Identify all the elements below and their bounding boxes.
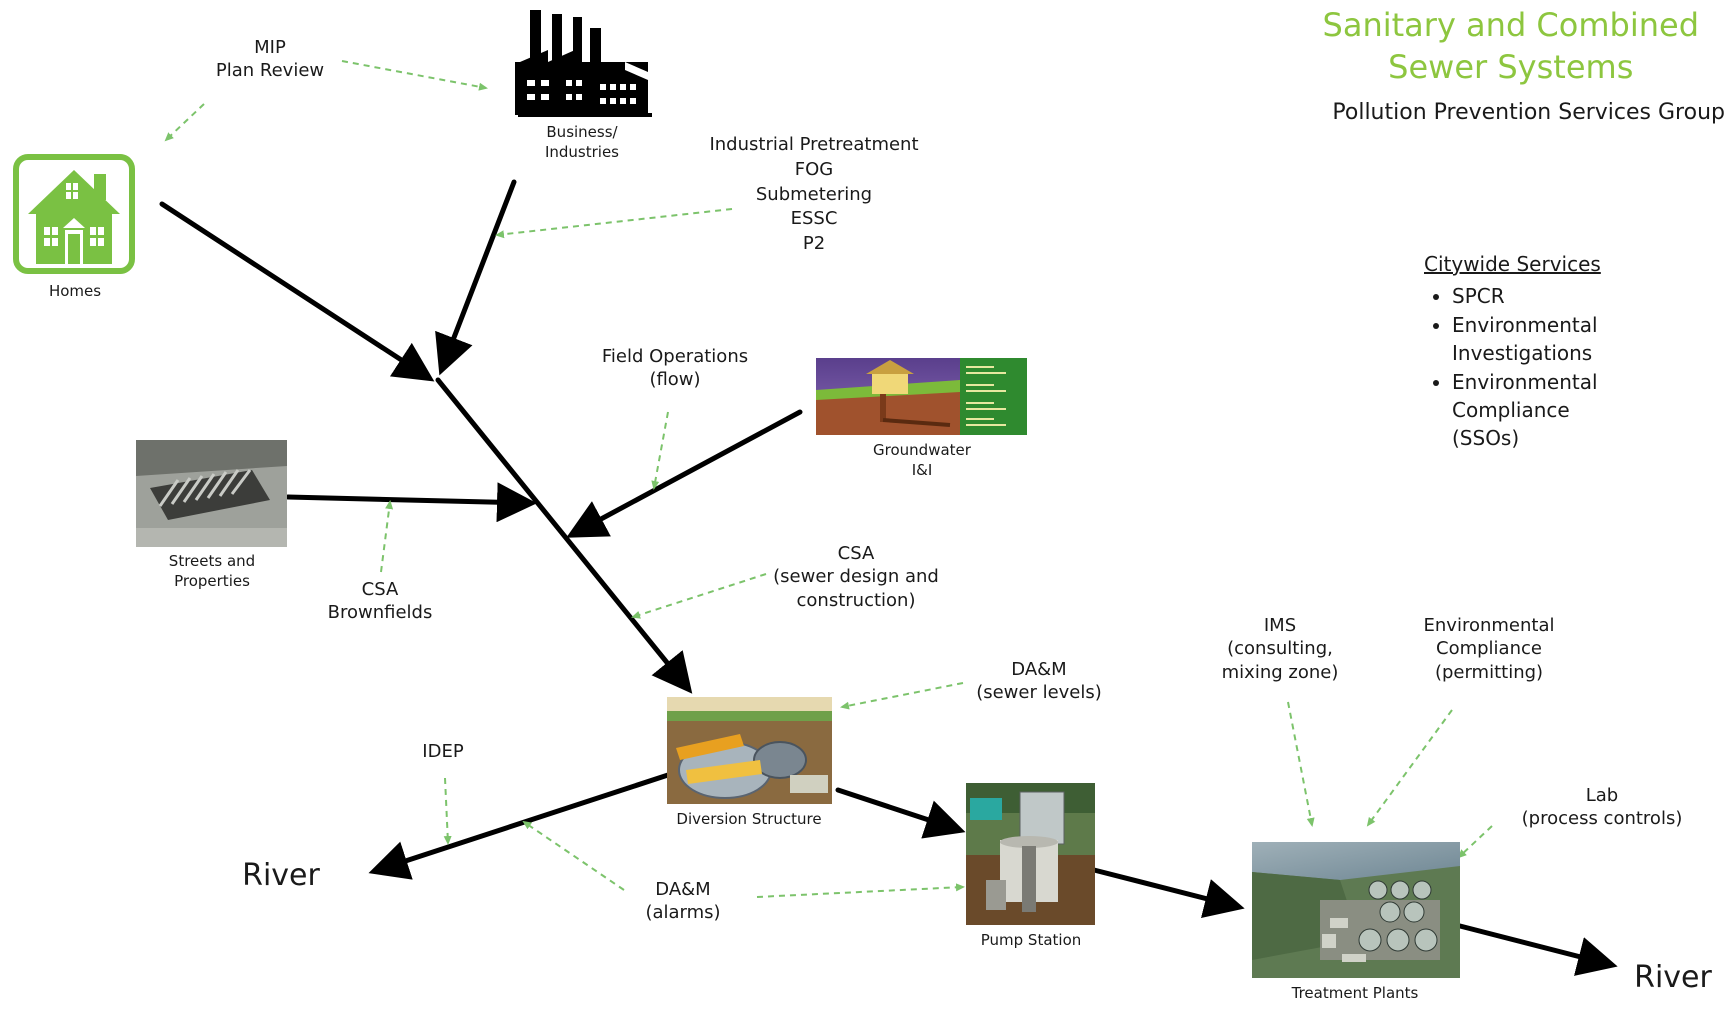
pump-station-label: Pump Station bbox=[980, 931, 1082, 949]
service-label-line: (process controls) bbox=[1521, 808, 1683, 830]
flow-homes-to-junction bbox=[159, 201, 435, 382]
list-item-text: Environmental bbox=[1452, 369, 1598, 394]
title-line-2: Sewer Systems bbox=[1388, 48, 1634, 87]
arrow-ims-to-treatment bbox=[1287, 701, 1315, 827]
list-item-text: Environmental bbox=[1452, 312, 1598, 337]
service-label-line: mixing zone) bbox=[1221, 661, 1339, 683]
arrow-fieldops-to-line bbox=[651, 411, 669, 490]
page-title: Sanitary and Combined Sewer Systems bbox=[1323, 4, 1699, 88]
service-label-line: IMS bbox=[1263, 615, 1297, 636]
service-label-line: (sewer design and bbox=[773, 566, 939, 588]
flow-trunk-to-diversion bbox=[435, 377, 693, 694]
treatment-plant-photo bbox=[1252, 842, 1460, 978]
flow-diversion-to-river bbox=[368, 772, 671, 880]
service-label-line: Lab bbox=[1585, 785, 1619, 806]
storm-drain-photo bbox=[136, 440, 287, 547]
flow-business-to-junction bbox=[435, 179, 517, 376]
service-label-line: Environmental bbox=[1423, 615, 1555, 636]
service-label-line: Plan Review bbox=[215, 60, 325, 82]
service-label-line: construction) bbox=[796, 589, 916, 611]
arrow-mip-to-homes bbox=[164, 103, 205, 142]
dam-alarms-label: DA&M (alarms) bbox=[630, 878, 736, 925]
treatment-plants-label: Treatment Plants bbox=[1291, 984, 1419, 1002]
lab-process-controls-label: Lab (process controls) bbox=[1512, 784, 1692, 831]
groundwater-label: Groundwater I&I bbox=[860, 441, 984, 480]
service-label-line: Field Operations bbox=[601, 346, 749, 367]
list-item: Environmental Compliance (SSOs) bbox=[1452, 368, 1601, 453]
citywide-services-heading: Citywide Services bbox=[1424, 252, 1601, 276]
service-label-line: DA&M bbox=[1011, 659, 1067, 680]
arrow-lab-to-treatment bbox=[1457, 825, 1493, 859]
list-item-text: SPCR bbox=[1452, 284, 1505, 309]
arrow-industrial-to-line bbox=[495, 208, 733, 239]
service-label-line: (sewer levels) bbox=[976, 682, 1102, 704]
field-operations-label: Field Operations (flow) bbox=[590, 345, 760, 392]
csa-brownfields-label: CSA Brownfields bbox=[318, 578, 442, 625]
streets-label: Streets and Properties bbox=[150, 552, 274, 591]
business-label-line: Business/ bbox=[546, 123, 618, 141]
service-label-line: ESSC bbox=[790, 208, 838, 230]
service-label-line: (alarms) bbox=[645, 902, 721, 924]
citywide-services-list: SPCR Environmental Investigations Enviro… bbox=[1424, 282, 1601, 452]
service-label-line: Industrial Pretreatment bbox=[709, 134, 919, 155]
arrow-dam-alarms-to-pump bbox=[756, 883, 965, 898]
flow-groundwater-to-trunk bbox=[566, 409, 803, 538]
list-item: Environmental Investigations bbox=[1452, 311, 1601, 368]
groundwater-label-line: Groundwater bbox=[873, 441, 971, 459]
homes-label: Homes bbox=[48, 282, 102, 300]
streets-label-line: Properties bbox=[174, 571, 250, 590]
streets-label-line: Streets and bbox=[168, 552, 256, 570]
csa-sewer-design-label: CSA (sewer design and construction) bbox=[766, 542, 946, 612]
groundwater-illustration bbox=[816, 358, 1027, 435]
service-label-line: (consulting, bbox=[1227, 638, 1333, 660]
idep-label: IDEP bbox=[422, 741, 464, 762]
river-right-label: River bbox=[1634, 960, 1712, 995]
arrow-csa-design-to-line bbox=[631, 573, 767, 619]
business-label: Business/ Industries bbox=[530, 123, 634, 162]
river-left-label: River bbox=[242, 858, 320, 893]
service-label-line: (permitting) bbox=[1434, 661, 1544, 683]
list-item: SPCR bbox=[1452, 282, 1601, 310]
diversion-structure-illustration bbox=[667, 697, 832, 804]
arrow-mip-to-business bbox=[341, 60, 488, 91]
industrial-services-label: Industrial Pretreatment FOG Submetering … bbox=[704, 133, 924, 257]
flow-pump-to-treatment bbox=[1091, 867, 1245, 918]
citywide-services: Citywide Services SPCR Environmental Inv… bbox=[1424, 250, 1601, 453]
dam-sewer-levels-label: DA&M (sewer levels) bbox=[964, 658, 1114, 705]
service-label-line: Brownfields bbox=[327, 602, 433, 624]
service-arrows bbox=[164, 60, 1493, 898]
service-label-line: MIP bbox=[254, 37, 286, 58]
service-label-line: CSA bbox=[361, 579, 399, 600]
service-label-line: FOG bbox=[794, 158, 834, 180]
flow-streets-to-trunk bbox=[285, 482, 537, 523]
arrow-compliance-to-treatment bbox=[1366, 709, 1453, 827]
factory-icon bbox=[515, 10, 652, 117]
groundwater-label-line: I&I bbox=[911, 460, 933, 479]
environmental-compliance-label: Environmental Compliance (permitting) bbox=[1414, 614, 1564, 684]
service-label-line: (flow) bbox=[649, 369, 701, 391]
arrow-dam-alarms-to-line bbox=[522, 820, 625, 891]
arrow-brownfields-to-line bbox=[380, 500, 394, 573]
flow-diversion-to-pump bbox=[835, 787, 966, 839]
flow-treatment-to-river bbox=[1457, 923, 1618, 976]
list-item-text: Compliance bbox=[1452, 397, 1570, 422]
service-label-line: Compliance bbox=[1436, 638, 1542, 660]
service-label-line: P2 bbox=[802, 233, 826, 255]
home-icon bbox=[13, 154, 135, 274]
page-subtitle: Pollution Prevention Services Group bbox=[1332, 100, 1725, 125]
arrow-dam-levels-to-diversion bbox=[840, 682, 964, 710]
service-label-line: DA&M bbox=[655, 879, 711, 900]
list-item-text: Investigations bbox=[1452, 341, 1593, 366]
business-label-line: Industries bbox=[544, 142, 620, 161]
title-line-1: Sanitary and Combined bbox=[1322, 6, 1699, 44]
service-label-line: Submetering bbox=[755, 183, 873, 205]
arrow-idep-to-line bbox=[443, 777, 452, 845]
service-label-line: CSA bbox=[837, 543, 875, 564]
ims-label: IMS (consulting, mixing zone) bbox=[1210, 614, 1350, 684]
pump-station-photo bbox=[966, 783, 1095, 925]
list-item-text: (SSOs) bbox=[1452, 426, 1520, 451]
mip-plan-review-label: MIP Plan Review bbox=[200, 36, 340, 83]
diversion-label: Diversion Structure bbox=[676, 810, 822, 828]
